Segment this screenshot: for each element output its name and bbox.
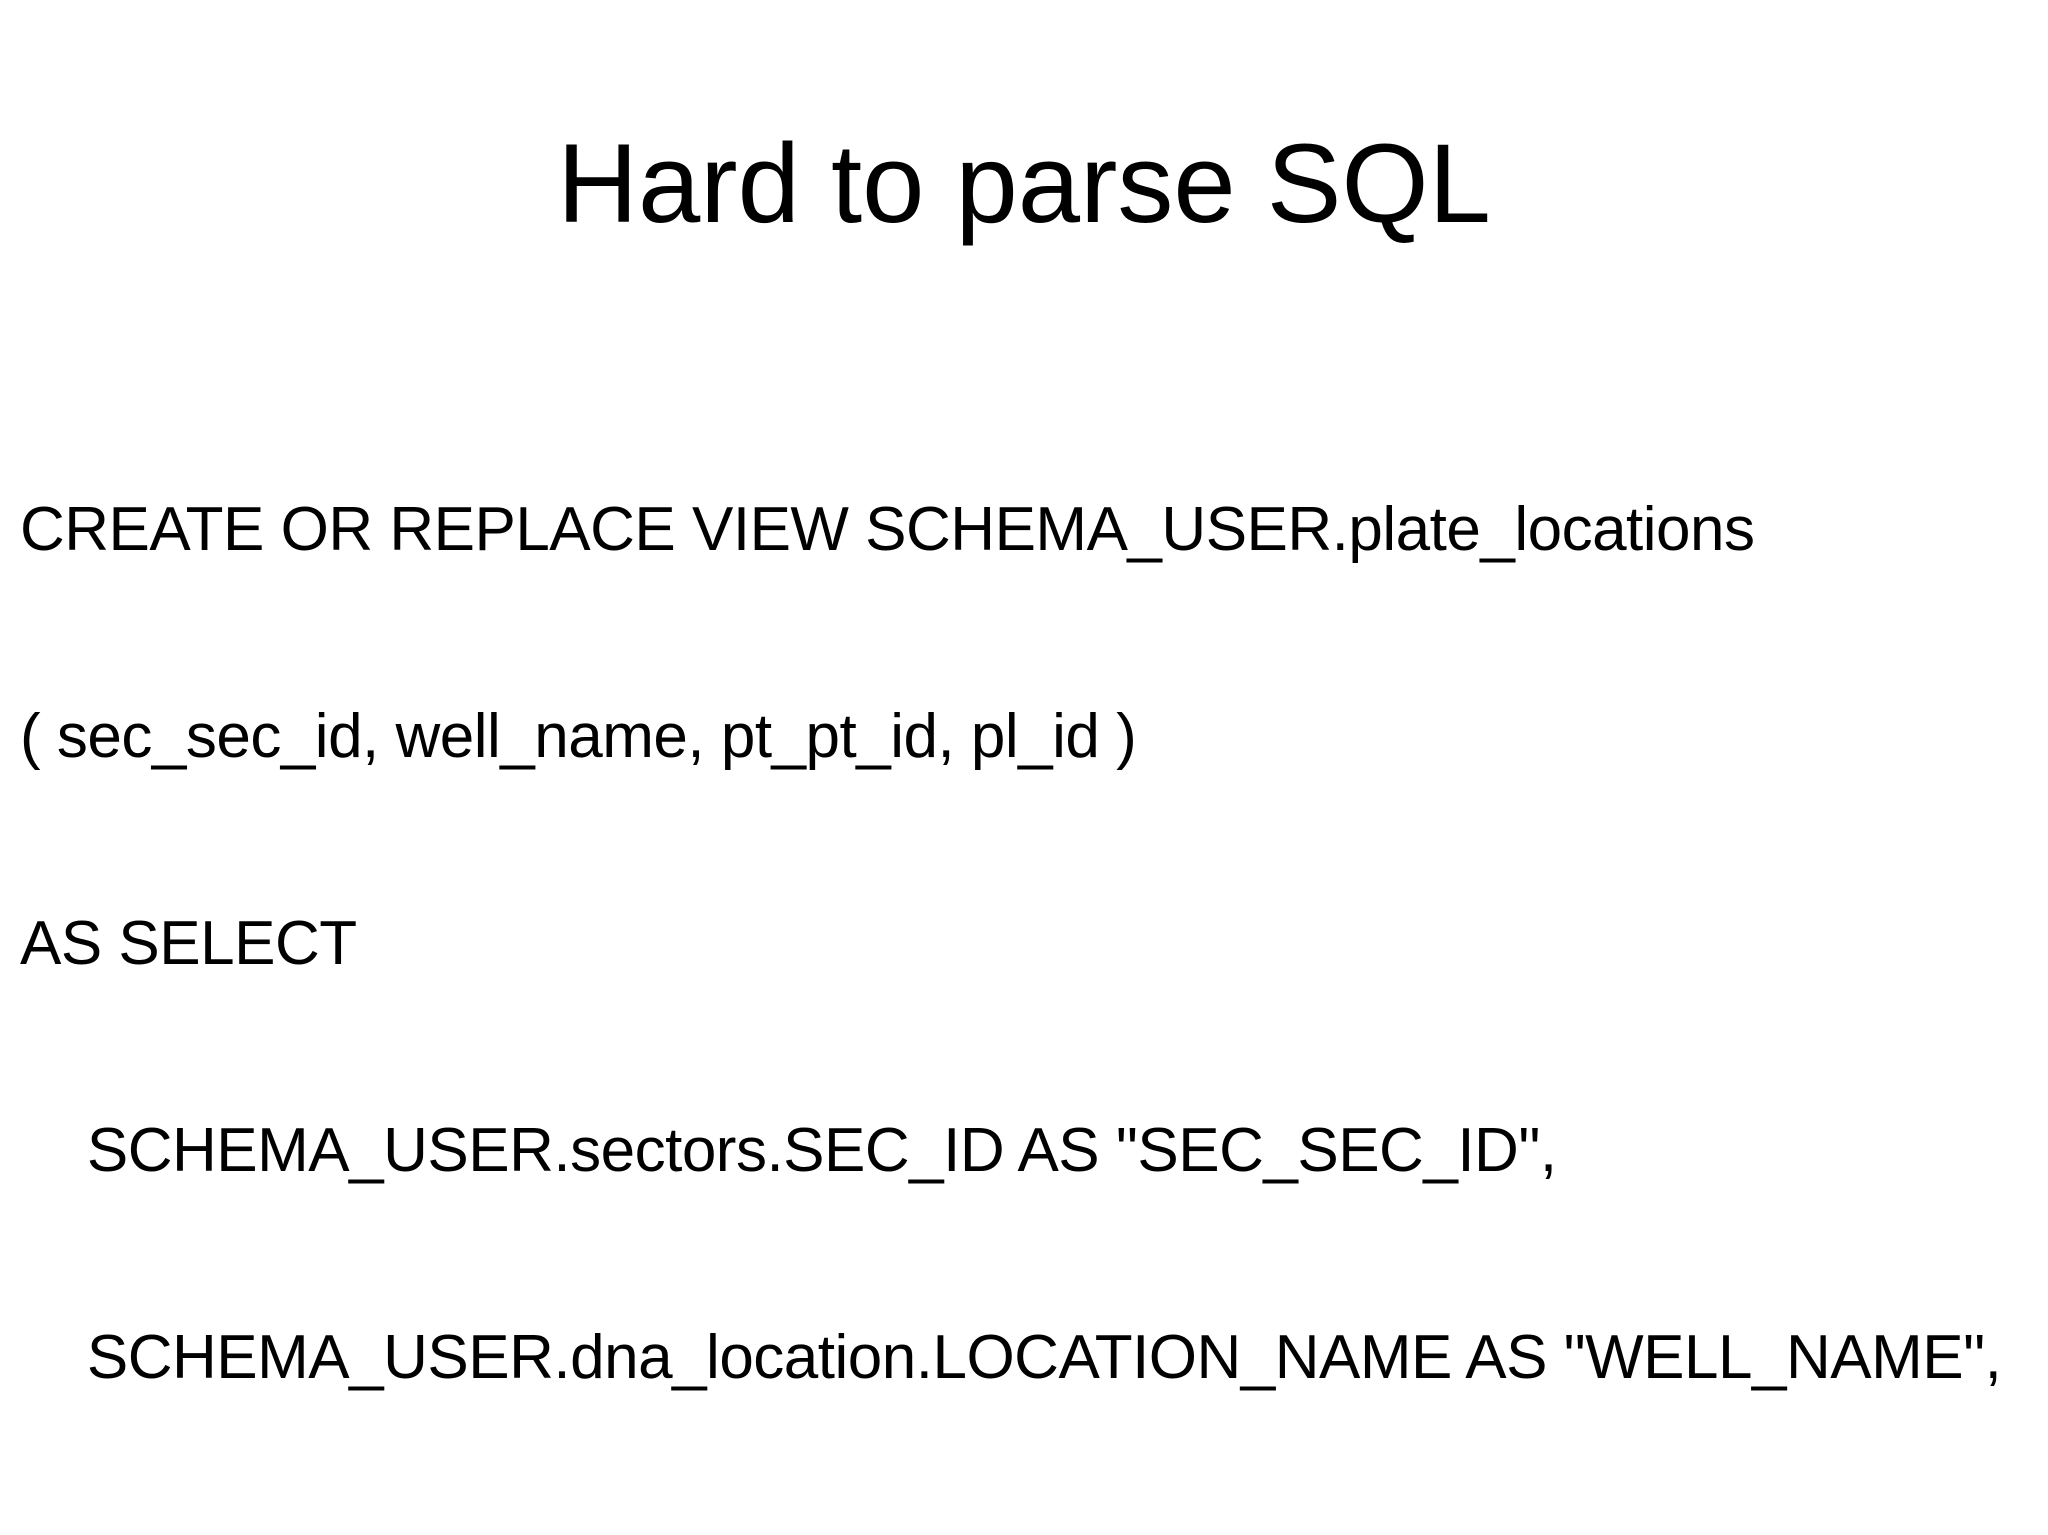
code-line: CREATE OR REPLACE VIEW SCHEMA_USER.plate…: [20, 495, 1755, 564]
code-line: SCHEMA_USER.sectors.SEC_ID AS "SEC_SEC_I…: [20, 1116, 1557, 1185]
code-line: SCHEMA_USER.plate_types.PT_ID AS "PT_PT_…: [20, 1530, 2048, 1535]
code-line: ( sec_sec_id, well_name, pt_pt_id, pl_id…: [20, 702, 1137, 771]
sql-code-block: CREATE OR REPLACE VIEW SCHEMA_USER.plate…: [0, 357, 2048, 1535]
code-line: AS SELECT: [20, 909, 357, 978]
slide-title: Hard to parse SQL: [557, 121, 1491, 246]
code-line: SCHEMA_USER.dna_location.LOCATION_NAME A…: [20, 1323, 2002, 1392]
